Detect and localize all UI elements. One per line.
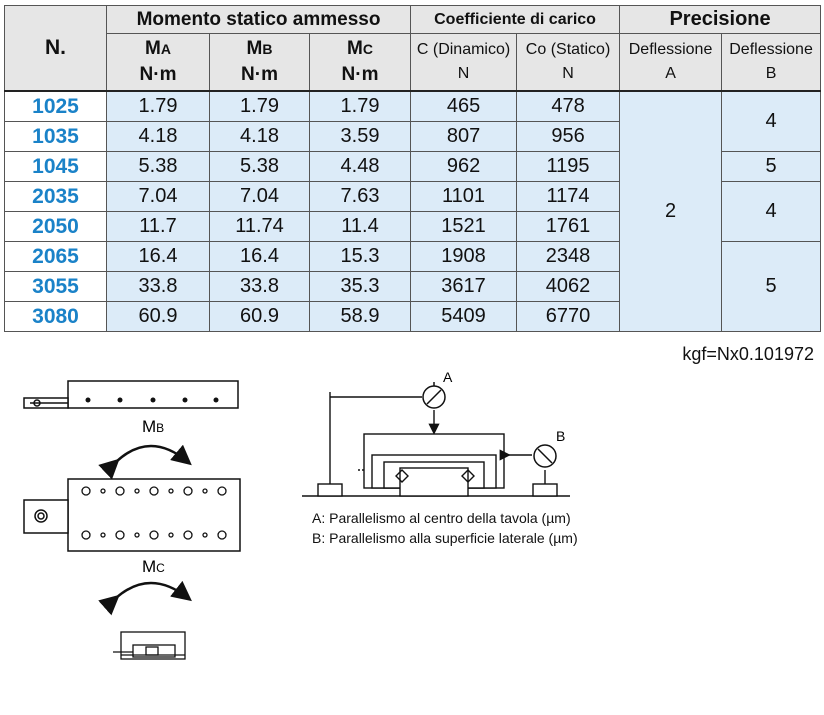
deflection-b-value: 4 (721, 181, 822, 242)
gauge-b-label: B (556, 428, 565, 444)
header-mc: MC N·m (308, 33, 412, 92)
moment-b-arrow (98, 444, 192, 480)
header-static: Co (Statico) N (516, 33, 621, 92)
header-mc-unit: N·m (341, 64, 379, 85)
top-view-drawing (23, 478, 241, 552)
moment-c-arrow (98, 580, 192, 616)
table-row: 3080 60.9 60.9 58.9 5409 6770 (4, 301, 821, 332)
header-load: Coefficiente di carico (410, 5, 621, 34)
gauge-a-icon (422, 382, 446, 409)
header-ma: MA N·m (106, 33, 210, 92)
deflection-a-value: 2 (619, 90, 723, 332)
caption-a: A: Parallelismo al centro della tavola (… (312, 510, 571, 526)
measurement-diagram (302, 392, 570, 497)
gauge-b-icon (533, 444, 557, 468)
deflection-b-value: 4 (721, 90, 822, 152)
side-view-drawing (23, 380, 239, 409)
table-row: 2035 7.04 7.04 7.63 1101 1174 4 (4, 181, 822, 242)
gauge-a-label: A (443, 369, 453, 385)
spec-table: N. Momento statico ammesso Coefficiente … (4, 5, 822, 332)
moment-c-label: MC (142, 557, 165, 576)
table-row: 2050 11.7 11.74 11.4 1521 1761 (4, 211, 821, 242)
table-row: 3055 33.8 33.8 35.3 3617 4062 (4, 271, 821, 302)
header-mb-unit: N·m (241, 64, 278, 85)
end-view-drawing (113, 631, 186, 660)
header-n: N. (4, 5, 107, 92)
header-ma-unit: N·m (139, 64, 177, 85)
caption-b: B: Parallelismo alla superficie laterale… (312, 530, 578, 546)
header-deflection-a: Deflessione A (619, 33, 723, 92)
header-moment: Momento statico ammesso (105, 5, 412, 34)
table-row: 2065 16.4 16.4 15.3 1908 2348 5 (4, 241, 822, 332)
header-dynamic: C (Dinamico) N (410, 33, 518, 92)
table-row: 1045 5.38 5.38 4.48 962 1195 5 (4, 151, 822, 182)
deflection-b-value: 5 (721, 241, 822, 332)
conversion-note: kgf=Nx0.101972 (682, 344, 814, 364)
header-precision: Precisione (619, 5, 822, 34)
moment-b-label: MB (142, 417, 164, 436)
top-view-holes (81, 486, 227, 540)
header-deflection-b: Deflessione B (721, 33, 822, 92)
